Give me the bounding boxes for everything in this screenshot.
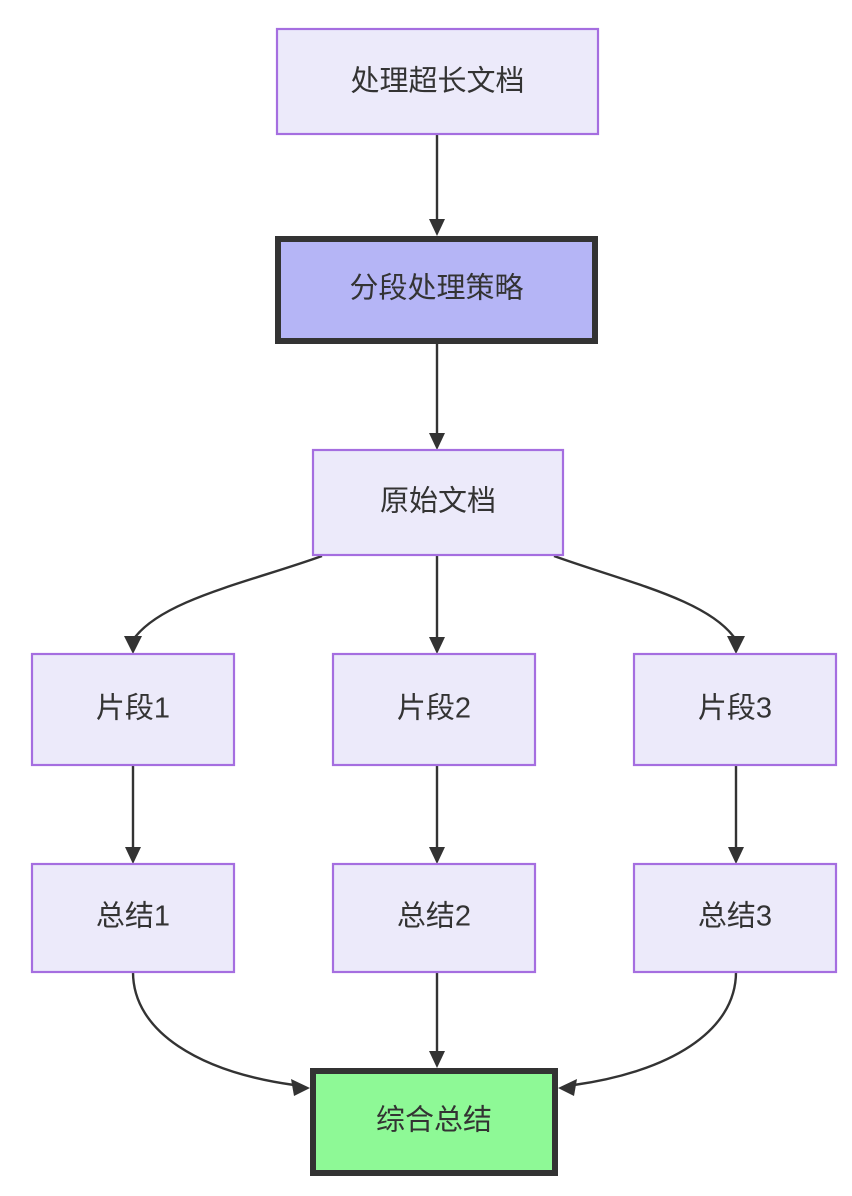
edge-strategy-to-source (429, 344, 445, 450)
node-summary-1[interactable]: 总结1 (30, 862, 236, 974)
node-layer: 处理超长文档 分段处理策略 原始文档 片段1 片段2 片段3 (30, 27, 838, 1176)
node-final-summary[interactable]: 综合总结 (310, 1068, 558, 1176)
node-label: 分段处理策略 (349, 272, 523, 305)
edge-source-to-fragment3 (553, 554, 745, 654)
arrow-head-icon (429, 637, 445, 654)
node-shape[interactable] (275, 27, 600, 136)
node-fragment-2[interactable]: 片段2 (331, 652, 537, 767)
edge-summary3-to-final (558, 971, 738, 1096)
node-chunking-strategy[interactable]: 分段处理策略 (275, 236, 598, 344)
node-fragment-1[interactable]: 片段1 (30, 652, 236, 767)
edge-line (131, 971, 295, 1087)
node-shape[interactable] (331, 652, 537, 767)
node-fragment-3[interactable]: 片段3 (632, 652, 838, 767)
edge-layer (124, 134, 745, 1096)
node-label: 总结1 (96, 900, 170, 933)
node-label: 片段1 (96, 692, 170, 725)
edge-fragment1-to-summary1 (125, 765, 141, 864)
node-shape[interactable] (311, 448, 565, 557)
node-label: 片段3 (698, 692, 772, 725)
edge-source-to-fragment2 (429, 556, 445, 654)
node-process-long-document[interactable]: 处理超长文档 (275, 27, 600, 136)
node-shape[interactable] (632, 652, 838, 767)
node-shape[interactable] (30, 862, 236, 974)
edge-summary1-to-final (131, 971, 310, 1096)
node-label: 总结3 (698, 900, 772, 933)
edge-line (573, 971, 738, 1087)
arrow-head-icon (124, 636, 142, 654)
arrow-head-icon (727, 636, 745, 654)
arrow-head-icon (728, 847, 744, 864)
node-shape[interactable] (30, 652, 236, 767)
arrow-head-icon (558, 1079, 577, 1096)
node-shape[interactable] (331, 862, 537, 974)
arrow-head-icon (429, 433, 445, 450)
arrow-head-icon (429, 847, 445, 864)
node-summary-2[interactable]: 总结2 (331, 862, 537, 974)
arrow-head-icon (429, 1051, 445, 1068)
edge-fragment3-to-summary3 (728, 765, 744, 864)
node-label: 处理超长文档 (350, 65, 524, 98)
node-shape[interactable] (632, 862, 838, 974)
edge-source-to-fragment1 (124, 554, 323, 654)
edge-line (132, 554, 323, 641)
node-label: 片段2 (397, 692, 471, 725)
arrow-head-icon (125, 847, 141, 864)
edge-line (553, 554, 738, 641)
node-summary-3[interactable]: 总结3 (632, 862, 838, 974)
node-shape[interactable] (275, 236, 598, 344)
node-label: 综合总结 (376, 1104, 492, 1137)
edge-summary2-to-final (429, 972, 445, 1068)
arrow-head-icon (429, 219, 445, 236)
node-shape[interactable] (310, 1068, 558, 1176)
edge-process-to-strategy (429, 134, 445, 236)
node-source-document[interactable]: 原始文档 (311, 448, 565, 557)
node-label: 总结2 (397, 900, 471, 933)
arrow-head-icon (291, 1079, 310, 1096)
node-label: 原始文档 (380, 485, 496, 518)
edge-fragment2-to-summary2 (429, 765, 445, 864)
